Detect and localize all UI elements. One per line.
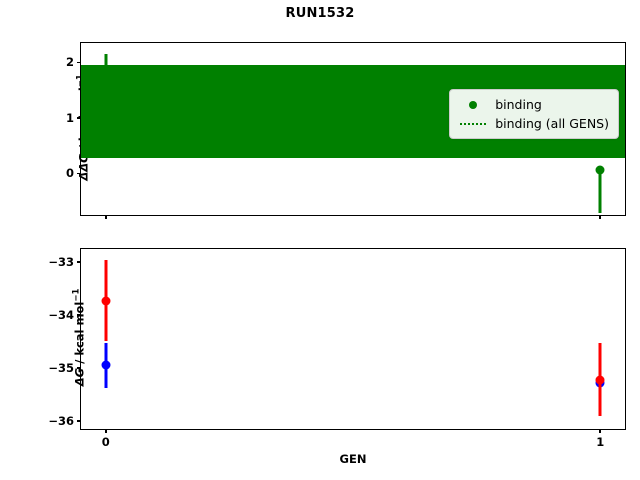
y-tick-label: 0 [65,166,74,181]
y-tick [77,314,81,316]
y-tick [77,61,81,64]
y-tick-label: −35 [48,361,74,376]
y-tick-label: 1 [65,110,74,125]
top-panel-axes: ΔΔG / kcal mol−1 binding binding (all GE… [66,42,626,219]
legend-label-binding-all-gens: binding (all GENS) [495,116,609,131]
top-legend[interactable]: binding binding (all GENS) [449,89,619,139]
bottom-plot-area [81,249,625,429]
x-tick [104,429,107,433]
y-tick [77,117,81,119]
legend-item-binding[interactable]: binding [457,95,609,114]
data-point[interactable] [101,360,111,370]
page-title: RUN1532 [285,6,355,21]
x-tick [104,215,107,219]
y-tick [77,261,81,264]
legend-item-binding-all-gens[interactable]: binding (all GENS) [457,114,609,133]
x-axis-title: GEN [339,452,367,466]
x-tick [599,215,602,219]
error-bar [598,169,602,213]
data-point[interactable] [595,375,605,385]
data-point[interactable] [101,296,111,306]
x-tick [599,429,602,433]
y-tick [77,420,81,422]
y-tick-label: −33 [48,255,74,270]
y-tick [77,172,81,175]
x-tick-label: 1 [596,435,605,449]
y-tick-label: −34 [48,308,74,323]
legend-label-binding: binding [495,97,542,112]
data-point[interactable] [595,165,605,174]
binding-marker-icon [457,100,489,109]
x-tick-label: 0 [101,435,110,449]
y-tick-label: 2 [65,55,74,70]
bottom-panel-axes: ΔG / kcal mol−1 solvent complex −36−35−3… [48,248,626,449]
binding-all-gens-line-icon [457,122,489,125]
y-tick-label: −36 [48,414,74,429]
y-tick [77,367,81,369]
